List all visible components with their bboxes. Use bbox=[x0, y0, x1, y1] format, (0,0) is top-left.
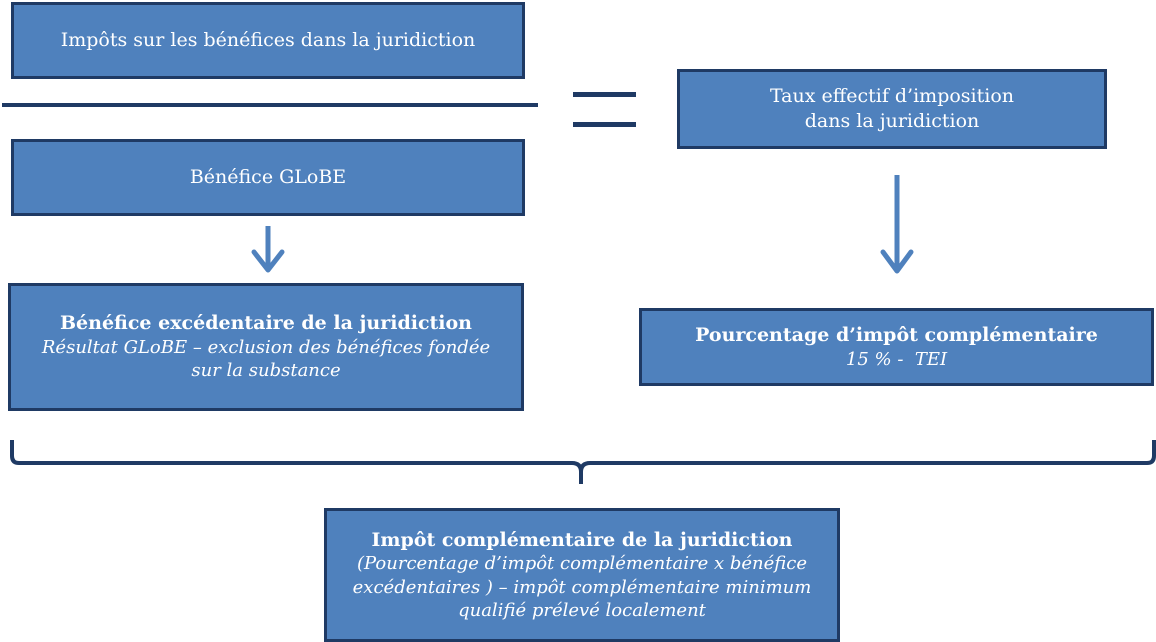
jurisdiction-topup-line3: qualifié prélevé localement bbox=[458, 600, 706, 622]
jurisdiction-topup-title: Impôt complémentaire de la juridiction bbox=[371, 528, 793, 551]
jurisdiction-topup-box: Impôt complémentaire de la juridiction (… bbox=[324, 508, 840, 642]
etr-line2: dans la juridiction bbox=[804, 110, 980, 132]
topup-percentage-title: Pourcentage d’impôt complémentaire bbox=[695, 323, 1098, 346]
numerator-label: Impôts sur les bénéfices dans la juridic… bbox=[60, 29, 476, 52]
etr-line1: Taux effectif d’imposition bbox=[769, 85, 1015, 108]
denominator-label: Bénéfice GLoBE bbox=[189, 166, 347, 189]
excess-profit-title: Bénéfice excédentaire de la juridiction bbox=[59, 312, 473, 335]
excess-profit-box: Bénéfice excédentaire de la juridiction … bbox=[8, 283, 524, 411]
excess-profit-line1: Résultat GLoBE – exclusion des bénéfices… bbox=[41, 336, 491, 358]
down-arrow-right bbox=[880, 175, 914, 274]
jurisdiction-topup-line1: (Pourcentage d’impôt complémentaire x bé… bbox=[357, 553, 807, 575]
fraction-bar bbox=[2, 103, 538, 107]
denominator-box: Bénéfice GLoBE bbox=[11, 139, 525, 216]
jurisdiction-topup-line2: excédentaires ) – impôt complémentaire m… bbox=[352, 576, 812, 598]
numerator-box: Impôts sur les bénéfices dans la juridic… bbox=[11, 2, 525, 79]
excess-profit-line2: sur la substance bbox=[191, 360, 341, 382]
etr-box: Taux effectif d’imposition dans la jurid… bbox=[677, 69, 1107, 149]
topup-percentage-box: Pourcentage d’impôt complémentaire 15 % … bbox=[639, 308, 1154, 386]
down-arrow-left bbox=[251, 226, 285, 273]
equals-sign-top bbox=[573, 92, 636, 97]
topup-percentage-formula: 15 % - TEI bbox=[845, 348, 948, 370]
brace bbox=[10, 440, 1156, 484]
equals-sign-bottom bbox=[573, 122, 636, 127]
